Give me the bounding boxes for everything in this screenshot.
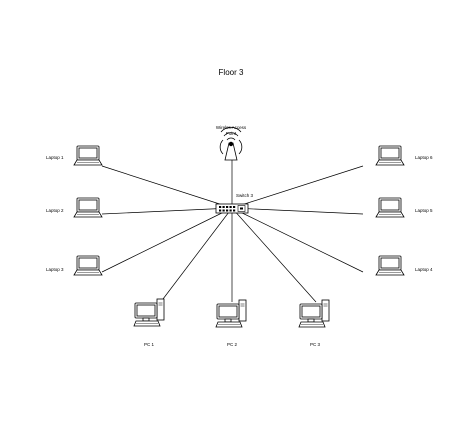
laptop-node: Laptop 1 bbox=[46, 145, 103, 166]
laptop-node: Laptop 3 bbox=[46, 255, 103, 276]
switch-label: Switch 3 bbox=[236, 193, 254, 198]
desktop-pc-icon bbox=[215, 299, 247, 328]
laptop-label: Laptop 1 bbox=[46, 155, 64, 160]
laptop-icon bbox=[73, 197, 103, 218]
connection-line bbox=[162, 207, 233, 300]
connection-line bbox=[101, 207, 233, 273]
laptop-icon bbox=[375, 197, 405, 218]
wireless-access-point-icon bbox=[219, 126, 243, 161]
network-switch-icon bbox=[215, 203, 249, 214]
connection-line bbox=[101, 165, 233, 209]
connection-line bbox=[231, 207, 364, 273]
pc-node: PC 1 bbox=[133, 298, 165, 347]
access-point-label-line2: Point bbox=[226, 131, 237, 136]
laptop-label: Laptop 4 bbox=[415, 267, 433, 272]
desktop-pc-icon bbox=[133, 298, 165, 327]
pc-label: PC 3 bbox=[310, 342, 321, 347]
laptop-label: Laptop 2 bbox=[46, 208, 64, 213]
laptop-node: Laptop 5 bbox=[375, 197, 433, 218]
pc-node: PC 2 bbox=[215, 299, 247, 347]
pc-label: PC 2 bbox=[227, 342, 238, 347]
desktop-pc-icon bbox=[298, 299, 330, 328]
laptop-node: Laptop 2 bbox=[46, 197, 103, 218]
laptop-label: Laptop 3 bbox=[46, 267, 64, 272]
pc-label: PC 1 bbox=[144, 342, 155, 347]
laptop-icon bbox=[375, 255, 405, 276]
laptop-label: Laptop 6 bbox=[415, 155, 433, 160]
laptop-icon bbox=[375, 145, 405, 166]
diagram-title: Floor 3 bbox=[219, 68, 244, 77]
access-point-label-line1: Wirelss Access bbox=[216, 125, 247, 130]
laptop-label: Laptop 5 bbox=[415, 208, 433, 213]
connection-lines bbox=[101, 160, 364, 303]
connection-line bbox=[231, 207, 364, 215]
laptop-icon bbox=[73, 255, 103, 276]
connection-line bbox=[231, 207, 317, 303]
access-point-node: Wirelss Access Point bbox=[216, 125, 247, 161]
connection-line bbox=[231, 165, 364, 209]
switch-node: Switch 3 bbox=[215, 193, 254, 214]
laptop-node: Laptop 6 bbox=[375, 145, 433, 166]
laptop-icon bbox=[73, 145, 103, 166]
pc-node: PC 3 bbox=[298, 299, 330, 347]
connection-line bbox=[101, 207, 233, 215]
laptop-node: Laptop 4 bbox=[375, 255, 433, 276]
